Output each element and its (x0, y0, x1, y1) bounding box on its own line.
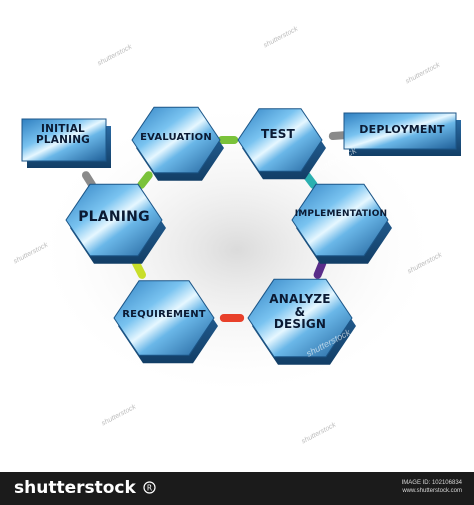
node-analyze-design (247, 278, 356, 365)
footer-site: www.shutterstock.com (402, 487, 462, 494)
sdlc-diagram: INITIAL PLANING EVALUATION TEST DEPLOYME… (13, 26, 461, 445)
node-face (21, 118, 107, 162)
connector-initial-planing-to-planing (82, 171, 96, 189)
node-evaluation-label: EVALUATION (140, 132, 212, 143)
node-deployment (343, 112, 461, 156)
node-face (131, 106, 221, 174)
svg-text:R: R (147, 483, 152, 492)
node-planing (65, 183, 166, 264)
connector-evaluation-to-planing (137, 171, 153, 189)
node-requirement-label: REQUIREMENT (122, 309, 206, 320)
node-planing-label: PLANING (78, 209, 150, 225)
diagram-canvas (21, 100, 461, 400)
connector-implementation-to-test (302, 171, 318, 189)
node-face (247, 278, 353, 358)
connector-analyze-design-to-implementation (313, 259, 327, 279)
node-face (237, 108, 323, 172)
node-implementation-label: IMPLEMENTATION (294, 209, 388, 219)
node-face (291, 183, 389, 257)
node-deployment-label: DEPLOYMENT (359, 123, 445, 136)
node-requirement (113, 280, 218, 364)
node-initial-planing-label: INITIAL PLANING (35, 123, 90, 147)
stock-footer-bar: shutterstock R IMAGE ID: 102106834 www.s… (0, 472, 474, 505)
node-analyze-design-label: ANALYZE & DESIGN (269, 292, 331, 332)
node-initial-planing (21, 118, 111, 168)
footer-brand: shutterstock (14, 478, 136, 498)
footer-image-id: IMAGE ID: 102106834 (401, 480, 462, 486)
registered-mark-icon: R (143, 481, 156, 494)
footer-meta: IMAGE ID: 102106834 www.shutterstock.com (402, 480, 462, 496)
node-evaluation (131, 106, 224, 181)
node-face (113, 280, 215, 356)
node-implementation (291, 183, 392, 264)
node-test (237, 108, 326, 180)
node-face (343, 112, 457, 150)
node-test-label: TEST (260, 127, 295, 141)
connector-planing-to-requirement (132, 259, 146, 279)
node-face (65, 183, 163, 257)
